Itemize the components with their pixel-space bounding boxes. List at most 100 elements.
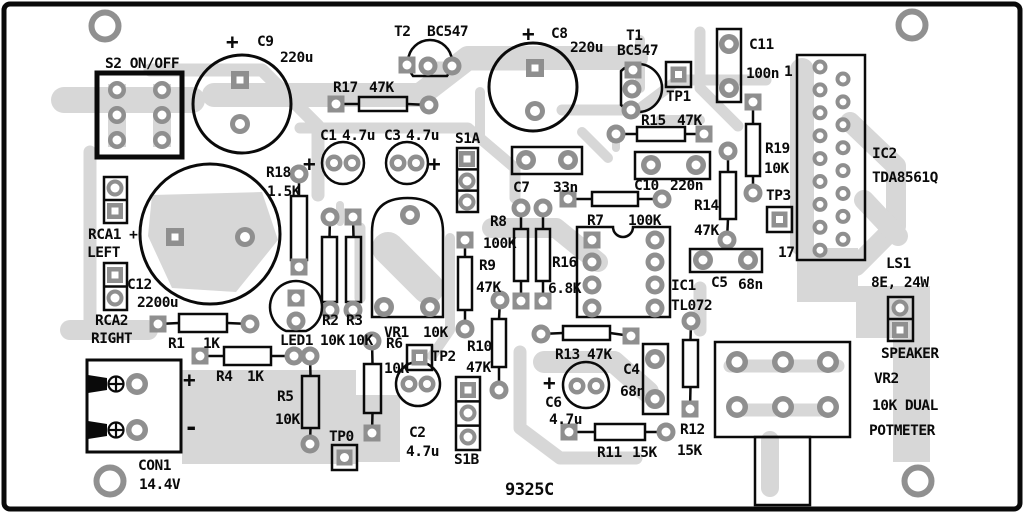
capacitor-body [138, 162, 282, 306]
component-TP2 [405, 343, 434, 372]
silk-label: R11 [597, 445, 622, 461]
trace [840, 112, 906, 276]
silk-label: + [226, 30, 238, 54]
pad-hole [839, 235, 847, 243]
silk-label: R3 [346, 313, 362, 329]
silk-label: RIGHT [91, 331, 133, 347]
silk-label: + [428, 152, 440, 176]
pad-hole [839, 98, 847, 106]
component-TP1 [664, 60, 693, 89]
silk-label: BC547 [617, 43, 658, 59]
testpoint-frame [664, 60, 693, 89]
pad-hole [462, 176, 472, 186]
silk-label: 68n [620, 384, 645, 400]
pad-hole [839, 75, 847, 83]
pad-hole [112, 135, 122, 145]
component-S1A [455, 146, 480, 214]
pad-hole [460, 324, 470, 334]
pad-hole [839, 212, 847, 220]
component-RCA1 [102, 175, 129, 225]
pad-hole [776, 216, 783, 223]
silk-label: - [184, 413, 198, 441]
silk-label: TP1 [666, 89, 691, 105]
silk-label: 47K [694, 223, 719, 239]
component-T2 [398, 38, 462, 78]
component-LED1 [268, 279, 324, 333]
silk-label: 4.7u [406, 444, 439, 460]
pad-hole [291, 293, 301, 303]
capacitor-body [320, 140, 366, 186]
pad-hole [294, 262, 304, 272]
pad-hole [816, 132, 824, 140]
pad-hole [157, 85, 167, 95]
resistor-body [512, 227, 530, 283]
silk-label: C1 [320, 128, 337, 144]
pad-hole [650, 235, 660, 245]
pad-hole [592, 382, 600, 390]
capacitor-body [384, 140, 430, 186]
component-R1 [149, 312, 260, 334]
silk-label: C8 [551, 26, 567, 42]
component-C8 [487, 41, 579, 133]
silk-label: 100K [483, 236, 517, 252]
pad-hole [462, 197, 472, 207]
silk-label: C12 [127, 277, 152, 293]
pad-hole [405, 210, 415, 220]
silk-label: TP0 [329, 429, 354, 445]
silk-label: R17 [333, 80, 358, 96]
pad-hole [587, 280, 597, 290]
pad-hole [839, 121, 847, 129]
silk-label: R4 [216, 369, 233, 385]
pad-hole [402, 60, 412, 70]
pad-hole [112, 110, 122, 120]
silk-label: C6 [545, 395, 561, 411]
pad-hole [131, 378, 143, 390]
pad-hole [691, 160, 701, 170]
pad-hole [460, 235, 470, 245]
pad-hole [699, 129, 709, 139]
component-R17 [327, 95, 439, 115]
pad-hole [650, 354, 660, 364]
pad-hole [563, 194, 573, 204]
pad-hole [646, 160, 656, 170]
component-VR1 [370, 196, 445, 319]
component-C6 [561, 360, 611, 410]
trace [694, 26, 744, 132]
pad-hole [340, 453, 349, 462]
silk-label: LED1 [280, 333, 314, 349]
pad-hole [896, 326, 904, 334]
component-S1B [454, 375, 482, 452]
component-C9 [191, 53, 293, 155]
component-R11 [560, 422, 676, 442]
silk-label: 100K [628, 213, 662, 229]
silk-label: 6.8K [548, 281, 582, 297]
pad-hole [628, 65, 638, 75]
silk-label: 4.7u [406, 128, 439, 144]
pad-hole [463, 408, 473, 418]
pad-hole [521, 155, 531, 165]
silk-label: + [183, 368, 195, 392]
trace-area [182, 370, 356, 464]
silk-label: TDA8561Q [872, 170, 939, 186]
pad-hole [563, 155, 573, 165]
capacitor-body [561, 360, 611, 410]
silk-label: R5 [277, 389, 293, 405]
led-body [268, 279, 324, 333]
silk-label: 4.7u [342, 128, 375, 144]
silk-label: S2 ON/OFF [105, 56, 179, 72]
resistor-body [300, 374, 321, 430]
pad-hole [240, 232, 250, 242]
pad-hole [748, 188, 758, 198]
silk-label: R18 [266, 165, 291, 181]
silk-label: R14 [694, 198, 719, 214]
resistor-body [490, 317, 508, 369]
component-R2 [320, 207, 340, 320]
pad-hole [495, 295, 505, 305]
silk-label: 100n [746, 66, 779, 82]
pad-hole [731, 356, 743, 368]
silk-label: TP2 [431, 349, 456, 365]
pad-hole [305, 439, 315, 449]
capacitor-body [633, 150, 712, 181]
trace [556, 74, 772, 116]
resistor-body [718, 170, 738, 221]
